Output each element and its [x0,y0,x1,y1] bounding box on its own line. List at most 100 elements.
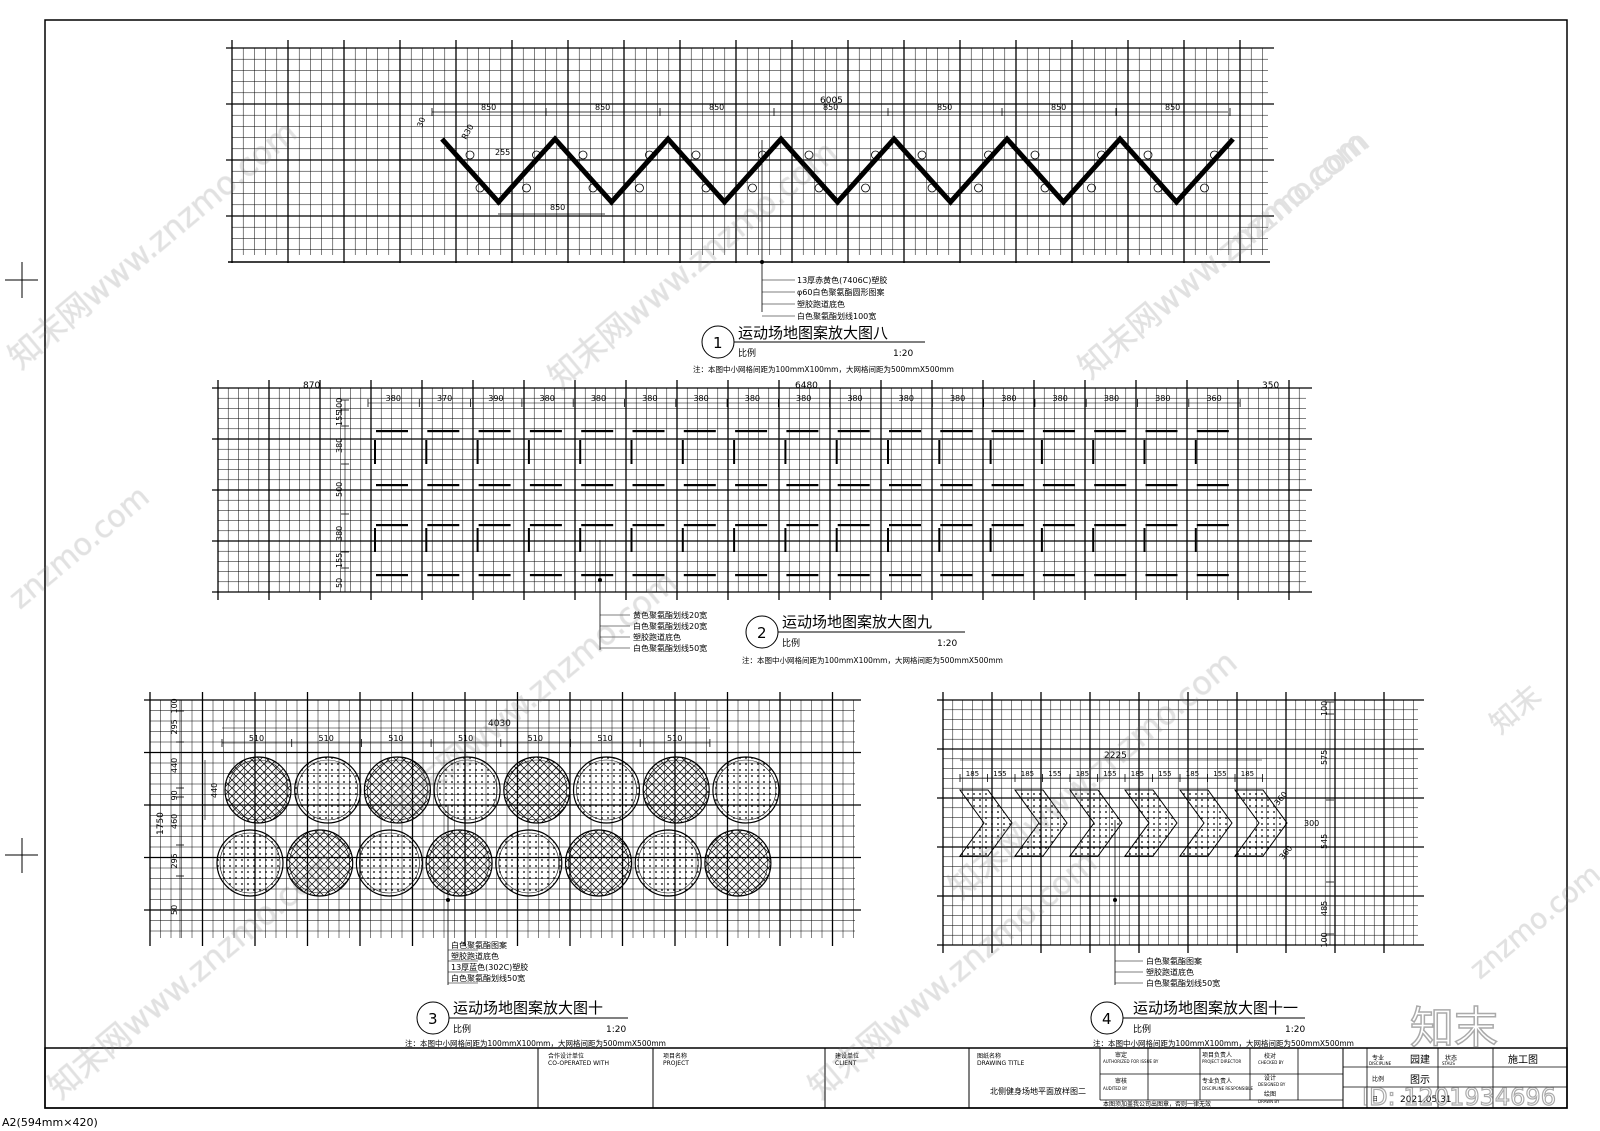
d3-circle [433,756,501,824]
detail-2-number: 2 [757,624,767,642]
tb-drawn-en: DRAWN BY [1258,1099,1280,1104]
tb-footer-note: 本图须加盖我公司出图章，否则一律无效 [1103,1100,1211,1108]
d2-dim-label: 380 [950,394,965,403]
detail-3-legend-item-3: 13厚蓝色(302C)塑胶 [451,962,528,972]
watermark-4: znzmo.com [3,479,157,616]
registration-mark-top [5,262,38,298]
d3-circle [216,829,284,897]
d2-dash [1145,524,1178,527]
tb-drawn-cn: 绘图 [1264,1090,1276,1098]
d4-dim-label: 185 [1021,770,1034,778]
d2-dash [889,574,921,577]
d3-circle [355,829,423,897]
d1-dot [804,150,814,160]
tb-co-en: CO-OPERATED WITH [548,1060,609,1067]
d2-dash [376,430,408,433]
d1-dot [522,183,531,193]
d3-circle-inner [367,759,428,821]
d3-vdim-label: 90 [170,790,179,800]
d3-circle-inner [227,759,289,821]
d2-dash [1196,484,1229,487]
d2-dash [478,574,511,577]
d1-dot [645,150,654,160]
d3-circle [572,756,641,824]
d2-bar [527,440,530,464]
d2-bar [1143,528,1146,552]
d2-dash [1042,430,1075,433]
d3-circle-inner [707,832,769,894]
d2-dash [581,524,614,527]
d2-dash [889,524,921,527]
d2-dash [427,574,460,577]
detail-3-scale: 1:20 [606,1025,626,1035]
d4-chevron [1124,789,1178,857]
detail-4-scale: 1:20 [1285,1025,1305,1035]
d2-dash [529,574,562,577]
d1-dot [927,183,937,193]
d4-dim-label: 185 [966,770,979,778]
tb-discipline-value: 园建 [1410,1053,1430,1066]
d3-dim-label: 510 [249,734,264,743]
d1-dot [1030,150,1040,160]
tb-approved-cn: 审定 [1115,1051,1127,1059]
detail-3-circle-pattern [216,756,780,897]
d2-dash [837,430,870,433]
detail-1-zigzag-stripe [440,135,1235,206]
detail-1-small-dim-c: 255 [495,148,510,157]
d2-bar [887,440,889,464]
d3-circle-inner [219,832,281,894]
d2-dash [1094,430,1127,433]
d2-dim-label: 380 [847,394,862,403]
d1-dot [635,183,644,193]
detail-4-legend: 白色聚氨酯图案 塑胶跑道底色 白色聚氨酯划线50宽 [1115,956,1220,988]
d2-dim-label: 380 [1053,394,1068,403]
detail-2-overall-dim: 6480 [795,381,818,391]
tb-status-value: 施工图 [1508,1053,1538,1066]
detail-4-chevron-pattern [959,789,1288,857]
d2-dash [786,574,819,577]
d3-circle-inner [506,759,568,821]
d2-dash [581,574,614,577]
detail-2-legend-item-1: 黄色聚氨酯划线20宽 [633,610,707,620]
d2-dash [735,484,768,487]
d3-circle-inner [637,832,699,894]
detail-4-legend-item-1: 白色聚氨酯图案 [1146,956,1202,966]
d1-dim-label: 850 [1051,103,1066,112]
d2-dash [632,524,665,527]
detail-3-scale-label: 比例 [453,1023,471,1035]
d2-dash [632,484,665,487]
d2-dim-label: 380 [899,394,914,403]
d2-dash [940,574,973,577]
detail-3-note: 注：本图中小网格间距为100mmX100mm，大网格间距为500mmX500mm [405,1038,666,1048]
detail-1-scale: 1:20 [893,349,913,359]
d2-bar [476,528,479,552]
d2-dim-label: 380 [1104,394,1119,403]
d1-dot [974,183,983,193]
d1-dot [871,150,880,160]
tb-audited-cn: 审核 [1115,1077,1127,1085]
tb-scale-value: 图示 [1410,1074,1430,1086]
d1-dot [1200,183,1209,193]
d3-dim-label: 510 [528,734,543,743]
d2-bar [733,528,736,552]
d3-circle-inner [359,832,420,894]
title-block: 合作设计单位 CO-OPERATED WITH 项目名称 PROJECT 建设单… [44,1047,1568,1109]
d2-bar [938,440,941,464]
d3-vdim-label: 440 [170,758,179,773]
d3-circle-inner [289,832,351,894]
d2-bar [681,528,684,552]
d2-bar [1092,528,1095,552]
d1-dot [984,150,993,160]
watermark-11: znzmo.com [1463,857,1600,985]
d4-dim-label: 185 [1076,770,1089,778]
d1-dot [814,183,824,193]
paper-size-label: A2(594mm×420) [2,1116,98,1129]
d1-dim-label: 850 [709,103,724,112]
d3-circle-inner [568,832,629,894]
d1-dot [475,183,485,193]
d3-dim-label: 510 [667,734,682,743]
d2-dim-label: 380 [1001,394,1016,403]
d1-dim-label: 850 [1165,103,1180,112]
detail-1-legend-item-4: 白色聚氨酯划线100宽 [797,311,876,321]
